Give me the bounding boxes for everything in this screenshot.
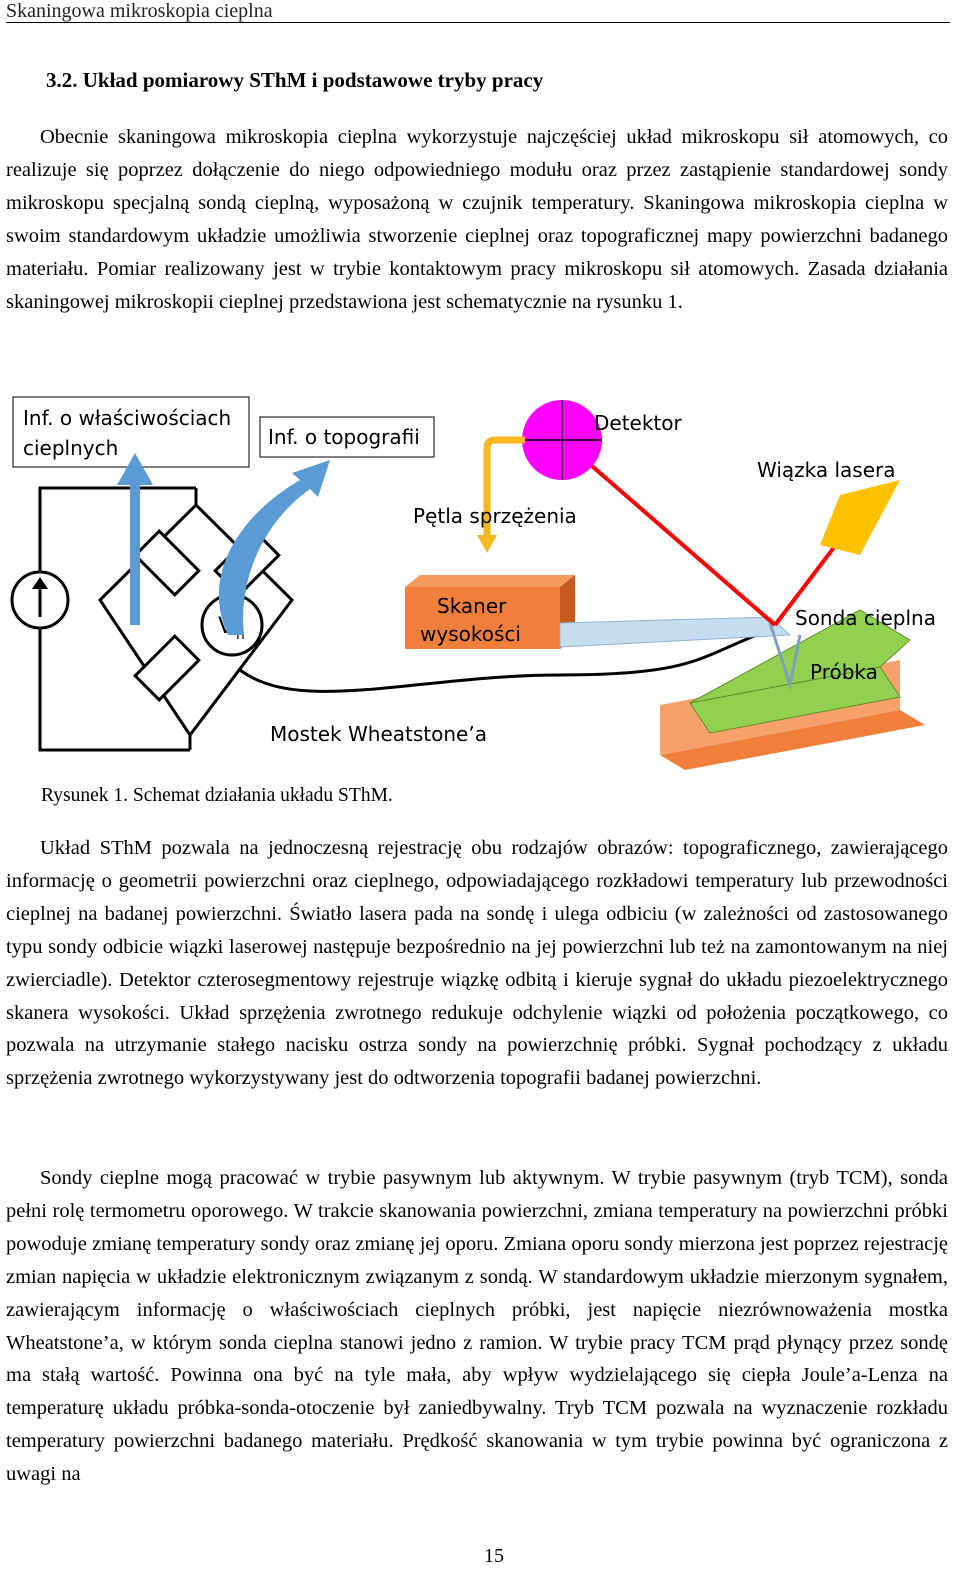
thermal-arrow <box>117 453 153 625</box>
paragraph-2-text: Układ SThM pozwala na jednoczesną rejest… <box>6 837 948 1090</box>
topo-arrow <box>218 460 330 635</box>
page-number: 15 <box>484 1545 504 1567</box>
topo-info-box <box>259 416 435 458</box>
paragraph-3-text: Sondy cieplne mogą pracować w trybie pas… <box>6 1167 948 1486</box>
running-head: Skaningowa mikroskopia cieplna <box>6 0 950 23</box>
laser-source <box>820 480 900 555</box>
paragraph-1-text: Obecnie skaningowa mikroskopia cieplna w… <box>6 126 948 313</box>
schematic-svg: Inf. o właściwościach cieplnych Inf. o t… <box>10 396 936 770</box>
thermal-info-label-1: Inf. o właściwościach <box>23 406 231 430</box>
detector-label: Detektor <box>594 411 683 435</box>
scanner-box <box>405 587 560 649</box>
reflected-beam <box>560 438 777 627</box>
section-title: 3.2. Układ pomiarowy SThM i podstawowe t… <box>46 68 543 93</box>
paragraph-2: Układ SThM pozwala na jednoczesną rejest… <box>6 832 948 1095</box>
scanner-label-2: wysokości <box>420 622 521 646</box>
topo-info-label: Inf. o topografii <box>268 425 420 449</box>
section-number: 3.2. <box>46 68 78 92</box>
laser-label: Wiązka lasera <box>757 458 896 482</box>
probe-tip <box>768 622 802 691</box>
section-title-text: Układ pomiarowy SThM i podstawowe tryby … <box>82 68 544 92</box>
paragraph-1: Obecnie skaningowa mikroskopia cieplna w… <box>6 121 948 318</box>
sample-base <box>660 710 925 770</box>
cantilever <box>559 616 792 648</box>
scanner-top <box>405 575 575 587</box>
thermal-info-box <box>12 396 250 468</box>
figure-sthm-schematic: Inf. o właściwościach cieplnych Inf. o t… <box>0 385 960 785</box>
feedback-arrow <box>483 436 525 540</box>
paragraph-3: Sondy cieplne mogą pracować w trybie pas… <box>6 1162 948 1491</box>
bridge-label: Mostek Wheatstone’a <box>270 722 487 746</box>
thermal-info-label-2: cieplnych <box>23 436 118 460</box>
scanner-label-1: Skaner <box>437 594 507 618</box>
feedback-label: Pętla sprzężenia <box>413 504 577 528</box>
probe-label: Sonda cieplna <box>795 606 936 630</box>
sample-label: Próbka <box>810 660 878 684</box>
figure-caption: Rysunek 1. Schemat działania układu SThM… <box>41 785 393 806</box>
